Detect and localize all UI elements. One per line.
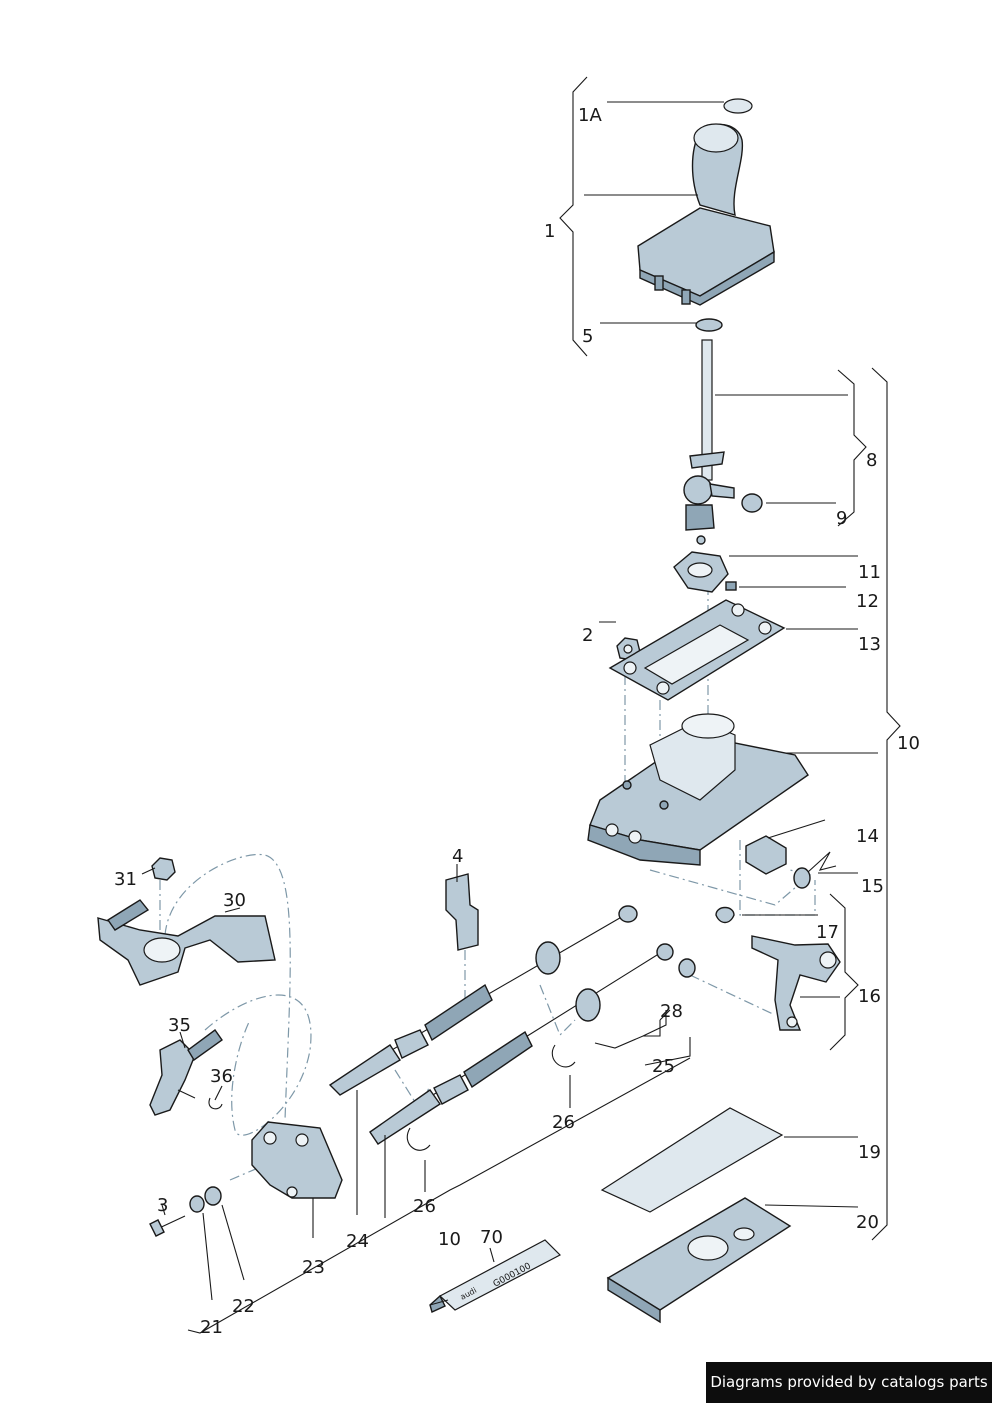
callout-4: 4 — [452, 846, 463, 867]
lock-nut-31 — [151, 857, 176, 881]
callout-25: 25 — [652, 1056, 675, 1077]
callout-14: 14 — [856, 826, 879, 847]
callout-30: 30 — [223, 890, 246, 911]
return-spring — [793, 851, 837, 889]
gear-lever — [683, 339, 735, 545]
selector-lever — [149, 1029, 223, 1116]
callout-36: 36 — [210, 1066, 233, 1087]
cable-clip-26-lower — [406, 1127, 431, 1151]
callout-8: 8 — [866, 450, 877, 471]
callout-24: 24 — [346, 1231, 369, 1252]
cable-bush — [678, 958, 696, 978]
callout-9: 9 — [836, 508, 847, 529]
relay-lever — [751, 935, 841, 1031]
callout-31: 31 — [114, 869, 137, 890]
mounting-bracket — [251, 1121, 343, 1199]
grease-tube — [429, 1239, 562, 1313]
callout-23: 23 — [302, 1257, 325, 1278]
shift-cable-upper — [328, 905, 638, 1096]
assembly-centerlines — [159, 585, 816, 1181]
callout-26-upper: 26 — [552, 1112, 575, 1133]
cover-plate-20 — [606, 1197, 792, 1324]
callout-3: 3 — [157, 1195, 168, 1216]
callout-26-lower: 26 — [413, 1196, 436, 1217]
lever-bush — [741, 493, 763, 513]
callout-35: 35 — [168, 1015, 191, 1036]
lever-guide — [673, 551, 729, 593]
callout-11: 11 — [858, 562, 881, 583]
retaining-clip-17 — [715, 906, 735, 924]
bolt-3 — [149, 1215, 186, 1237]
seal-19 — [600, 1107, 784, 1213]
gear-knob-boot — [637, 123, 775, 306]
nut-22 — [204, 1186, 222, 1206]
guide-clip — [725, 581, 737, 591]
callout-10-housing: 10 — [897, 733, 920, 754]
footer-banner: Diagrams provided by catalogs parts — [706, 1362, 992, 1403]
switch-block — [745, 835, 787, 875]
knob-emblem — [723, 98, 753, 114]
callout-13: 13 — [858, 634, 881, 655]
callout-28: 28 — [660, 1001, 683, 1022]
clamp-ring — [695, 318, 723, 332]
callout-20: 20 — [856, 1212, 879, 1233]
callout-labels: 1A 1 5 8 9 11 12 2 13 10 14 15 17 16 4 3… — [114, 105, 920, 1338]
leader-lines — [141, 76, 901, 1334]
callout-2: 2 — [582, 625, 593, 646]
callout-1: 1 — [544, 221, 555, 242]
callout-17: 17 — [816, 922, 839, 943]
callout-16: 16 — [858, 986, 881, 1007]
callout-22: 22 — [232, 1296, 255, 1317]
cable-clip-26-upper — [551, 1044, 576, 1068]
gasket-plate — [608, 599, 786, 701]
callout-12: 12 — [856, 591, 879, 612]
callout-10-grease: 10 — [438, 1229, 461, 1250]
callout-15: 15 — [861, 876, 884, 897]
shift-cable-lower — [369, 943, 674, 1145]
callout-21: 21 — [200, 1317, 223, 1338]
cable-bracket — [445, 873, 479, 951]
clip-36 — [208, 1097, 223, 1110]
gearbox-lever — [97, 899, 276, 986]
callout-5: 5 — [582, 326, 593, 347]
selector-housing — [587, 713, 809, 866]
callout-19: 19 — [858, 1142, 881, 1163]
callout-1A: 1A — [578, 105, 602, 126]
washer-21 — [189, 1195, 205, 1213]
callout-70: 70 — [480, 1227, 503, 1248]
